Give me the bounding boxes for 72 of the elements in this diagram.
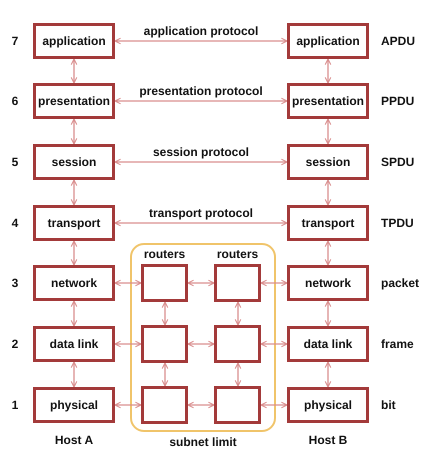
layer-number: 6 [12, 94, 18, 108]
layer-number: 5 [12, 155, 18, 169]
double-arrow [260, 340, 288, 348]
edge-label: session protocol [150, 145, 252, 159]
double-arrow [114, 158, 288, 166]
double-arrow [114, 402, 142, 408]
layer-box: transport [287, 205, 369, 241]
layer-box: data link [33, 326, 115, 362]
double-arrow [70, 58, 78, 84]
pdu-label: packet [381, 276, 420, 290]
double-arrow [162, 301, 168, 326]
double-arrow [114, 220, 288, 226]
router-box [141, 325, 188, 363]
layer-box: presentation [33, 83, 115, 119]
double-arrow [324, 300, 332, 327]
layer-box: session [287, 144, 369, 180]
layer-number: 4 [12, 216, 18, 230]
layer-box: physical [33, 387, 115, 423]
pdu-label: PPDU [381, 94, 414, 108]
double-arrow [70, 179, 78, 206]
router-box [214, 264, 261, 302]
group-title: subnet limit [169, 435, 237, 449]
double-arrow [114, 280, 142, 286]
double-arrow [324, 361, 332, 388]
layer-number: 2 [12, 337, 18, 351]
double-arrow [324, 240, 332, 266]
pdu-label: SPDU [381, 155, 414, 169]
router-box [214, 325, 261, 363]
double-arrow [162, 362, 168, 387]
double-arrow [324, 58, 332, 84]
router-box [141, 386, 188, 424]
double-arrow [234, 362, 242, 387]
double-arrow [114, 38, 288, 44]
layer-box: presentation [287, 83, 369, 119]
router-box [141, 264, 188, 302]
double-arrow [187, 402, 215, 408]
double-arrow [114, 98, 288, 104]
pdu-label: bit [381, 398, 396, 412]
double-arrow [70, 118, 78, 145]
double-arrow [114, 340, 142, 348]
router-box [214, 386, 261, 424]
double-arrow [187, 340, 215, 348]
double-arrow [187, 280, 215, 286]
column-label: routers [144, 247, 186, 261]
double-arrow [234, 301, 242, 326]
layer-box: application [287, 23, 369, 59]
double-arrow [324, 179, 332, 206]
pdu-label: APDU [381, 34, 416, 48]
double-arrow [70, 361, 78, 388]
layer-box: data link [287, 326, 369, 362]
double-arrow [70, 300, 78, 327]
pdu-label: TPDU [381, 216, 414, 230]
column-label: routers [216, 247, 258, 261]
edge-label: presentation protocol [137, 84, 265, 98]
layer-box: physical [287, 387, 369, 423]
double-arrow [324, 118, 332, 145]
layer-box: session [33, 144, 115, 180]
double-arrow [260, 280, 288, 286]
layer-number: 1 [12, 398, 18, 412]
layer-box: transport [33, 205, 115, 241]
edge-label: transport protocol [147, 206, 255, 220]
host-label: Host B [308, 433, 348, 447]
pdu-label: frame [381, 337, 414, 351]
layer-box: network [33, 265, 115, 301]
layer-number: 7 [12, 34, 18, 48]
layer-box: network [287, 265, 369, 301]
host-label: Host A [54, 433, 94, 447]
layer-box: application [33, 23, 115, 59]
layer-number: 3 [12, 276, 18, 290]
double-arrow [260, 402, 288, 408]
edge-label: application protocol [142, 24, 260, 38]
double-arrow [70, 240, 78, 266]
